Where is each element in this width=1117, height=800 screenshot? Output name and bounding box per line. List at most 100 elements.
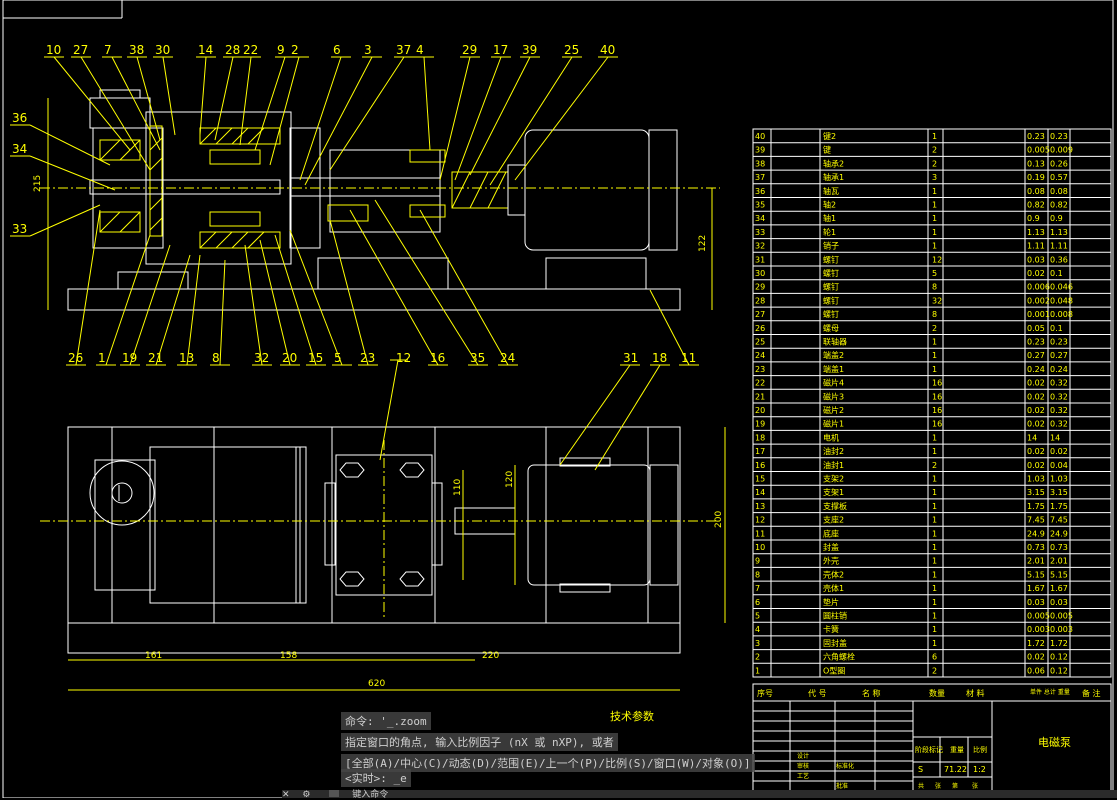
leader-line [423, 56, 431, 151]
table-cell: 1.72 [1050, 639, 1068, 648]
leader-line [53, 56, 131, 151]
table-cell: 0.23 [1050, 338, 1068, 347]
table-cell: 0.05 [1027, 324, 1045, 333]
table-cell: 0.82 [1027, 201, 1045, 210]
command-input-bar[interactable]: ✕ ⚙ 键入命令 [282, 790, 1117, 800]
table-cell: 19 [755, 420, 765, 429]
table-cell: 键2 [823, 131, 836, 141]
title-block [752, 700, 1112, 794]
table-cell: 1 [755, 666, 760, 675]
part-label-25: 25 [564, 43, 579, 57]
table-cell: 10 [755, 543, 765, 552]
table-cell: 2 [932, 324, 937, 333]
table-cell: 1 [932, 516, 937, 525]
close-icon[interactable]: ✕ [282, 790, 290, 800]
command-prompt-icon [329, 790, 340, 797]
table-cell: 0.02 [1027, 420, 1045, 429]
part-label-38: 38 [129, 43, 144, 57]
table-cell: 38 [755, 159, 765, 168]
table-cell: 37 [755, 173, 765, 182]
dim-200: 200 [714, 511, 724, 528]
part-label-14: 14 [198, 43, 213, 57]
table-cell: 固封盖 [823, 638, 847, 648]
leader-line [299, 56, 342, 181]
leader-lines-bottom [66, 199, 699, 366]
table-cell: 2 [932, 159, 937, 168]
table-cell: 4 [755, 625, 760, 634]
table-cell: 轮1 [823, 227, 836, 237]
table-cell: 14 [1050, 433, 1060, 442]
table-cell: 25 [755, 338, 765, 347]
part-label-4: 4 [416, 43, 424, 57]
table-cell: 26 [755, 324, 765, 333]
part-label-11: 11 [681, 351, 696, 365]
leader-line [514, 56, 609, 181]
table-cell: 2 [932, 461, 937, 470]
table-cell: 磁片2 [823, 405, 844, 415]
leader-line [329, 56, 405, 171]
table-cell: 1.75 [1027, 502, 1045, 511]
table-cell: 24.9 [1050, 529, 1068, 538]
table-cell: 3 [755, 639, 760, 648]
weight-value: 71.22 [944, 765, 967, 774]
table-cell: 1 [932, 132, 937, 141]
leader-line [349, 209, 439, 366]
table-cell: 1.03 [1050, 475, 1068, 484]
table-cell: 1.03 [1027, 475, 1045, 484]
part-label-9: 9 [277, 43, 285, 57]
part-label-26: 26 [68, 351, 83, 365]
table-cell: 34 [755, 214, 765, 223]
title-row-approve: 批准 [836, 782, 848, 790]
table-cell: 0.08 [1027, 187, 1045, 196]
table-cell: 0.73 [1027, 543, 1045, 552]
dim-110: 110 [453, 479, 463, 496]
table-cell: 0.03 [1050, 598, 1068, 607]
table-cell: 2.01 [1027, 557, 1045, 566]
part-label-13: 13 [179, 351, 194, 365]
table-cell: 8 [932, 283, 937, 292]
table-cell: 1 [932, 612, 937, 621]
table-cell: 磁片3 [823, 391, 844, 401]
table-cell: 17 [755, 447, 765, 456]
table-cell: 1 [932, 625, 937, 634]
title-row-review: 审核 [797, 762, 809, 770]
table-cell: 3 [932, 173, 937, 182]
sheet-unit-label-1: 张 [935, 782, 941, 790]
table-cell: 1.13 [1027, 228, 1045, 237]
table-cell: 0.24 [1050, 365, 1068, 374]
table-cell: 23 [755, 365, 765, 374]
wrench-icon[interactable]: ⚙ [302, 790, 311, 800]
table-cell: 支架2 [823, 474, 844, 484]
part-label-7: 7 [104, 43, 112, 57]
mark-label: 阶段标记 [915, 745, 943, 754]
table-cell: 1.11 [1050, 242, 1068, 251]
part-label-21: 21 [148, 351, 163, 365]
table-cell: 14 [755, 488, 765, 497]
table-cell: 壳体2 [823, 569, 844, 579]
table-cell: 1.67 [1027, 584, 1045, 593]
table-cell: 0.002 [1027, 296, 1050, 305]
table-cell: 螺钉 [823, 309, 839, 319]
table-cell: 7 [755, 584, 760, 593]
table-cell: 轴1 [823, 213, 836, 223]
part-label-32: 32 [254, 351, 269, 365]
table-cell: 39 [755, 146, 765, 155]
table-cell: 油封1 [823, 460, 844, 470]
command-input[interactable]: 键入命令 [352, 790, 389, 800]
table-cell: 16 [932, 392, 942, 401]
table-cell: 螺钉 [823, 268, 839, 278]
part-label-33: 33 [12, 222, 27, 236]
